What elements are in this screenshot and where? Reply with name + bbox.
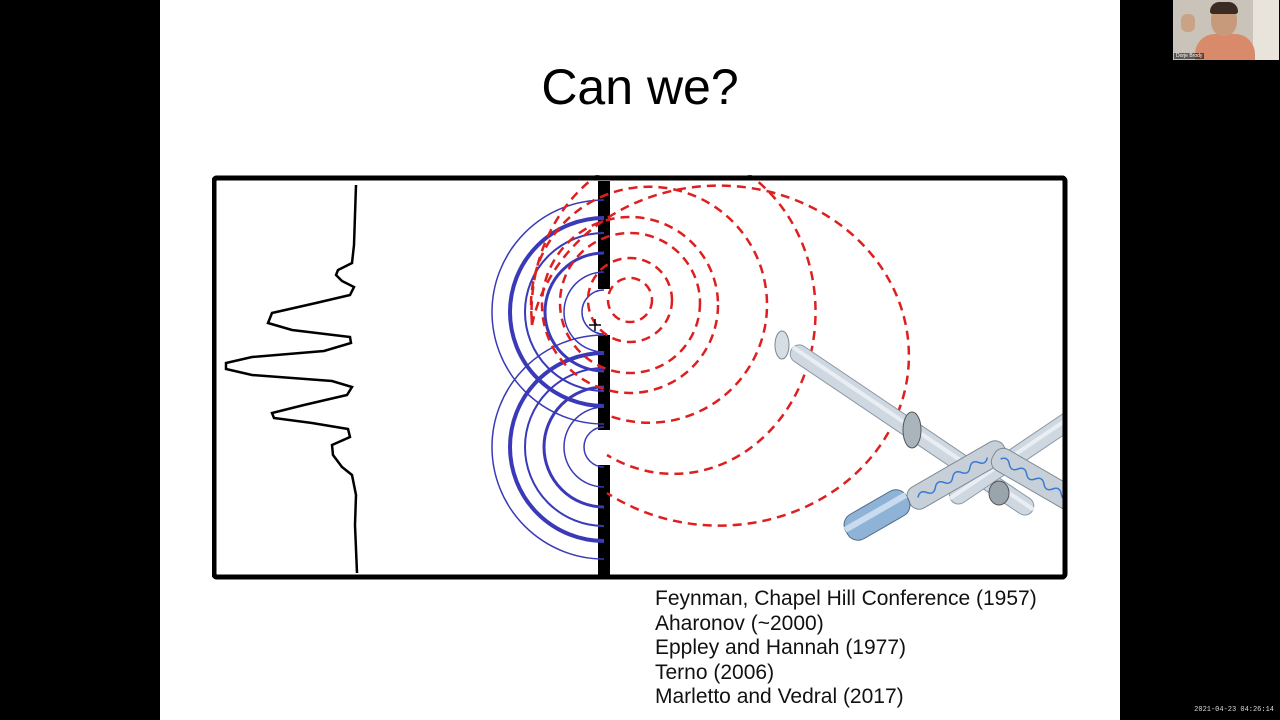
presentation-slide: Can we? [160,0,1120,720]
bookshelf-background [1253,0,1279,60]
speaker-hand [1181,14,1195,32]
figure-frame [212,175,1068,580]
interferometer-illustration [774,305,1068,541]
webcam-name-label: Dorje Brody [1174,53,1205,59]
blue-waves-lower [491,334,605,560]
red-dashed-waves [529,175,911,527]
blue-waves-upper [491,199,605,425]
references-list: Feynman, Chapel Hill Conference (1957) A… [655,587,1037,710]
interference-pattern [224,184,359,574]
reference-item: Feynman, Chapel Hill Conference (1957) [655,587,1037,610]
speaker-hair [1210,2,1238,14]
slit-wall [598,181,610,575]
crosshair-cursor-icon [589,319,601,331]
reference-item: Marletto and Vedral (2017) [655,685,904,708]
recording-timestamp: 2021-04-23 04:26:14 [1194,706,1274,714]
webcam-thumbnail[interactable]: Dorje Brody [1173,0,1279,60]
double-slit-figure [212,175,1068,581]
slide-title: Can we? [541,59,739,115]
speaker-shirt [1195,34,1255,60]
figure-frame-border [212,175,1068,580]
reference-item: Terno (2006) [655,660,775,684]
reference-item: Aharonov (~2000) [655,611,824,635]
reference-item: Eppley and Hannah (1977) [655,636,907,659]
